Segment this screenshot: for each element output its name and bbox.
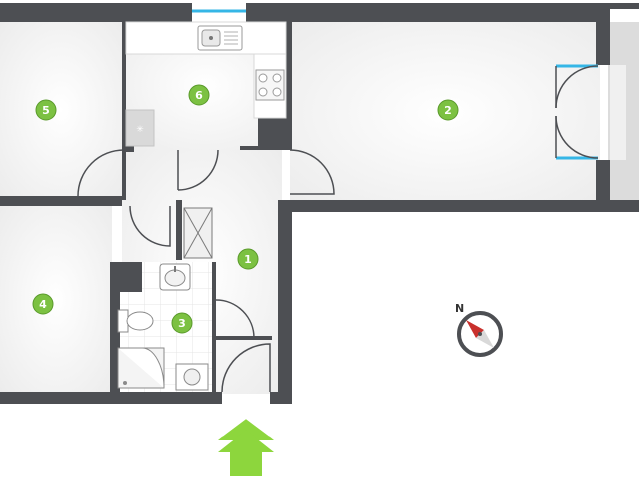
floor-room-4 — [0, 206, 112, 394]
kitchen-cabinet — [125, 109, 155, 147]
floor-room-5 — [0, 22, 122, 198]
stove-icon — [255, 69, 285, 101]
room-badge-5: 5 — [35, 99, 57, 121]
hallway-closet — [183, 207, 213, 259]
room-badge-6: 6 — [188, 84, 210, 106]
door-room-3 — [215, 299, 255, 339]
compass-north-label: N — [455, 302, 464, 315]
entrance-arrow-icon[interactable] — [218, 416, 274, 476]
room-number-3: 3 — [178, 317, 186, 330]
door-room-5 — [77, 149, 125, 197]
bathroom-fixtures — [117, 263, 209, 391]
svg-text:✳: ✳ — [136, 125, 144, 135]
room-badges: 1 2 3 4 5 6 — [32, 84, 459, 334]
window-right — [610, 65, 626, 160]
washing-machine-icon — [175, 363, 209, 391]
door-entrance — [221, 343, 271, 393]
room-badge-2: 2 — [437, 99, 459, 121]
room-number-5: 5 — [42, 104, 50, 117]
room-number-4: 4 — [39, 298, 47, 311]
balcony-door[interactable] — [555, 65, 599, 159]
bathroom-sink-icon — [159, 263, 191, 291]
room-number-6: 6 — [195, 89, 203, 102]
compass-icon: N — [455, 302, 503, 357]
room-number-2: 2 — [444, 104, 452, 117]
door-room-6 — [177, 149, 219, 191]
walls — [0, 3, 639, 404]
door-room-4 — [129, 205, 171, 247]
room-badge-1: 1 — [237, 248, 259, 270]
shower-icon — [117, 347, 165, 389]
room-badge-3: 3 — [171, 312, 193, 334]
door-room-2 — [289, 149, 335, 195]
room-number-1: 1 — [244, 253, 252, 266]
room-doors[interactable] — [77, 149, 335, 393]
room-badge-4: 4 — [32, 293, 54, 315]
kitchen-sink-icon — [197, 25, 243, 51]
kitchen-fixtures: ✳ — [125, 21, 287, 147]
toilet-icon — [117, 309, 154, 333]
